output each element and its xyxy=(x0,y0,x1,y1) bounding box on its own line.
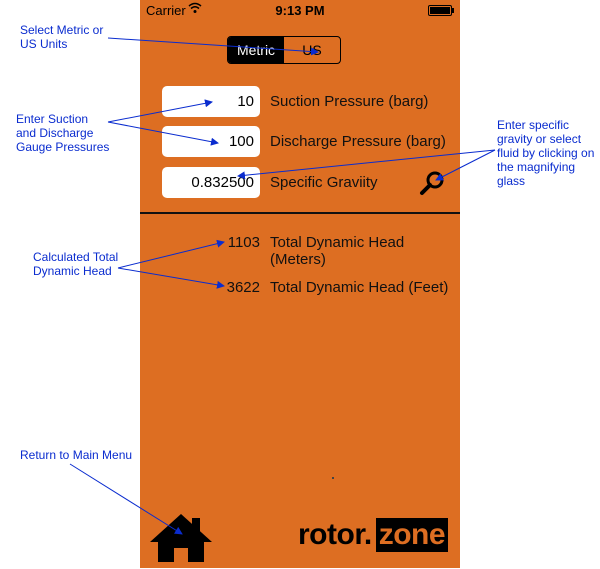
clock: 9:13 PM xyxy=(275,3,325,18)
specific-gravity-label: Specific Graviity xyxy=(270,174,378,191)
units-option-metric[interactable]: Metric xyxy=(228,37,284,63)
discharge-pressure-input[interactable]: 100 xyxy=(162,126,260,157)
annotation-pressures: Enter Suction and Discharge Gauge Pressu… xyxy=(16,112,109,154)
section-divider xyxy=(140,212,460,214)
suction-pressure-label: Suction Pressure (barg) xyxy=(270,93,429,110)
units-option-us[interactable]: US xyxy=(302,42,322,58)
carrier-label: Carrier xyxy=(146,3,186,18)
specific-gravity-input[interactable]: 0.832500 xyxy=(162,167,260,198)
status-bar: Carrier 9:13 PM xyxy=(140,0,460,20)
annotation-gravity-line: Enter specific xyxy=(497,118,570,132)
home-icon[interactable] xyxy=(148,512,214,564)
annotation-gravity-line: the magnifying xyxy=(497,160,576,174)
annotation-units: Select Metric or US Units xyxy=(20,23,103,51)
annotation-head-line: Calculated Total xyxy=(33,250,119,264)
logo-text-zone: zone xyxy=(375,518,449,552)
annotation-gravity-line: gravity or select xyxy=(497,132,582,146)
suction-pressure-input[interactable]: 10 xyxy=(162,86,260,117)
annotation-head-line: Dynamic Head xyxy=(33,264,112,278)
annotation-head: Calculated Total Dynamic Head xyxy=(33,250,118,278)
annotation-pressures-line: and Discharge xyxy=(16,126,94,140)
annotation-units-line: Select Metric or xyxy=(20,23,104,37)
rotorzone-logo: rotor.zone xyxy=(298,518,449,558)
annotation-units-line: US Units xyxy=(20,37,68,51)
annotation-pressures-line: Gauge Pressures xyxy=(16,140,110,154)
head-feet-label: Total Dynamic Head (Feet) xyxy=(270,279,449,296)
annotation-gravity-line: glass xyxy=(497,174,526,188)
magnifying-glass-icon[interactable] xyxy=(419,170,445,196)
battery-icon xyxy=(428,5,454,16)
annotation-gravity-line: fluid by clicking on xyxy=(497,146,595,160)
annotation-pressures-line: Enter Suction xyxy=(16,112,89,126)
units-segmented-control[interactable]: Metric US xyxy=(227,36,341,64)
app-screen: Carrier 9:13 PM Metric US 10 Suction Pre… xyxy=(140,0,460,568)
discharge-pressure-label: Discharge Pressure (barg) xyxy=(270,133,446,150)
logo-dot: . xyxy=(363,518,372,551)
head-feet-value: 3622 xyxy=(226,279,260,296)
annotation-gravity: Enter specific gravity or select fluid b… xyxy=(497,118,594,188)
divider-dot xyxy=(332,477,334,479)
annotation-home-line: Return to Main Menu xyxy=(20,448,133,462)
logo-text-rotor: rotor xyxy=(298,518,364,551)
head-meters-label: Total Dynamic Head (Meters) xyxy=(270,234,405,268)
head-meters-value: 1103 xyxy=(227,234,260,251)
annotation-home: Return to Main Menu xyxy=(20,448,132,462)
wifi-icon xyxy=(188,2,202,17)
